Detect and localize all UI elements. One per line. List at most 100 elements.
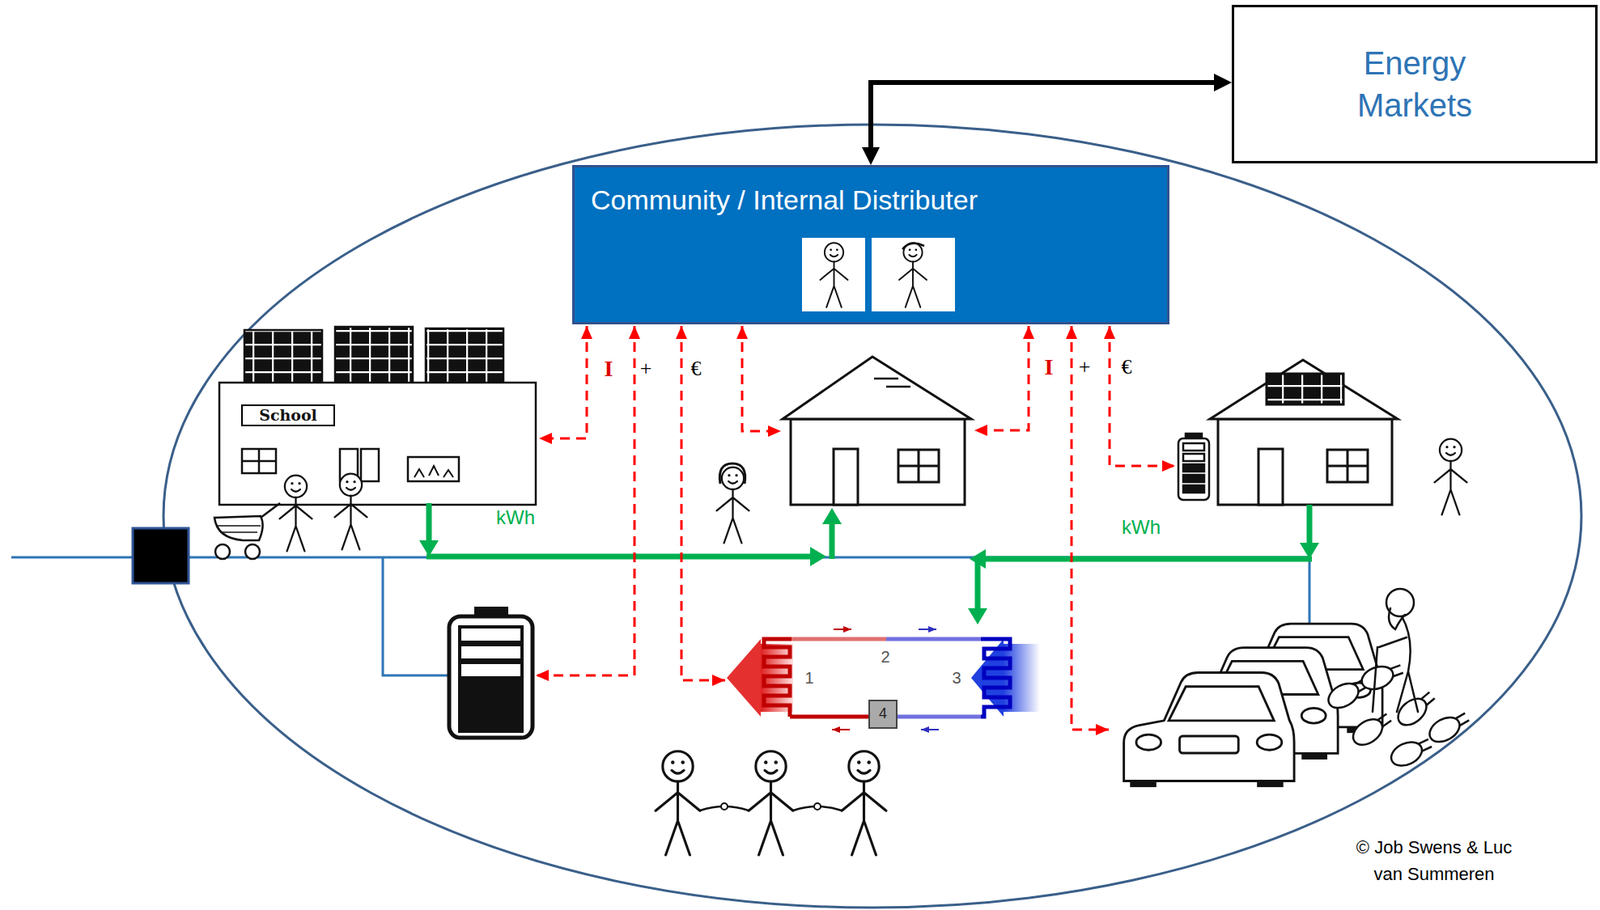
market-title: Energy Markets (1333, 42, 1496, 127)
resident (1434, 439, 1468, 516)
home-battery (1178, 433, 1210, 501)
energy-flow (426, 503, 433, 541)
plus-sign: + (1076, 356, 1094, 380)
callout-number: 2 (880, 648, 890, 667)
energy-label: kWh (1121, 517, 1161, 539)
heat-pump (980, 639, 1011, 718)
school-people (214, 474, 368, 560)
plus-sign: + (637, 357, 655, 382)
community-members (721, 803, 728, 811)
home-battery (1183, 443, 1205, 451)
distributor-staff (899, 242, 927, 308)
electric-cars (1124, 673, 1295, 789)
community-boundary (163, 124, 1582, 909)
solar-house (1218, 419, 1393, 506)
solar-house (1327, 449, 1368, 483)
charging-plugs (1358, 662, 1397, 694)
charging-plugs (1358, 659, 1406, 694)
school-building (407, 457, 459, 482)
charging-plugs (1392, 687, 1439, 730)
grid-line (382, 557, 450, 676)
house (898, 449, 939, 483)
information-payment-flow (974, 326, 1029, 431)
copyright-note: © Job Swens & Luc van Summeren (1349, 834, 1520, 888)
house (782, 356, 972, 506)
community-battery (449, 616, 533, 739)
home-battery (1183, 454, 1205, 462)
information-payment-flow (681, 326, 726, 681)
energy-flow (985, 556, 1312, 563)
elderly-man (1372, 647, 1378, 713)
school-people (260, 503, 281, 518)
charging-plugs (1417, 739, 1432, 752)
charging-plugs (1389, 665, 1404, 677)
school-people (214, 516, 264, 541)
energy-flow (829, 524, 836, 560)
energy-label: kWh (496, 507, 535, 529)
community-members (655, 751, 701, 856)
resident (1434, 439, 1468, 516)
community-members (841, 751, 887, 856)
money-symbol: € (688, 357, 705, 382)
market-box: Energy Markets (1231, 4, 1598, 164)
community-battery (449, 608, 533, 739)
solar-house (1327, 449, 1368, 483)
school-people (335, 474, 368, 551)
charging-plugs (1425, 708, 1473, 748)
energy-flow (1307, 505, 1313, 544)
distributor-box: Community / Internal Distributer (572, 165, 1170, 325)
distributor-staff (820, 242, 849, 308)
heat-pump (726, 629, 1040, 730)
distributor-staff (802, 237, 866, 312)
heat-pump (869, 700, 897, 729)
elderly-man (1372, 589, 1418, 713)
home-battery (1183, 475, 1205, 483)
electric-cars (1124, 623, 1383, 788)
school-building (414, 466, 454, 478)
school-sign: School (241, 404, 336, 427)
home-battery (1183, 464, 1205, 472)
charging-plugs (1387, 734, 1435, 772)
heat-pump (833, 628, 852, 631)
grid-connection (132, 528, 189, 584)
distributor-title: Community / Internal Distributer (590, 183, 978, 217)
energy-flow (426, 554, 811, 561)
charging-plugs (1348, 714, 1388, 751)
information-payment-flow (1109, 326, 1176, 467)
solar-house (1266, 373, 1344, 405)
heat-pump (831, 729, 850, 731)
school-people (245, 544, 260, 560)
school-building (219, 326, 536, 506)
home-battery (1178, 438, 1210, 501)
charging-plugs (1455, 713, 1469, 727)
school-building (241, 449, 276, 474)
solar-house (1258, 449, 1283, 506)
heat-pump (726, 639, 761, 718)
charging-plugs (1377, 714, 1392, 728)
school-building (242, 449, 276, 474)
information-payment-flow (538, 326, 587, 439)
elderly-man (1379, 616, 1418, 713)
school-people (216, 526, 261, 533)
community-members (814, 803, 821, 811)
heat-pump (789, 715, 870, 720)
community-members (655, 751, 887, 856)
heat-pump (896, 715, 981, 720)
information-payment-flow (742, 326, 781, 432)
heat-pump (791, 637, 887, 642)
community-battery (459, 698, 523, 714)
home-battery (1183, 485, 1205, 493)
house (833, 449, 858, 506)
charging-plugs (1421, 692, 1435, 707)
solar-house (1209, 360, 1398, 506)
heat-pump (886, 637, 981, 642)
distributor-staff (871, 237, 955, 312)
energy-flow (426, 503, 1312, 609)
grid-line (11, 557, 1310, 676)
information-payment-flow (535, 326, 1176, 730)
callout-number: 1 (804, 669, 814, 688)
community-battery (459, 716, 523, 732)
school-building (244, 330, 323, 386)
community-members (748, 751, 794, 856)
charging-plugs (1392, 693, 1431, 731)
